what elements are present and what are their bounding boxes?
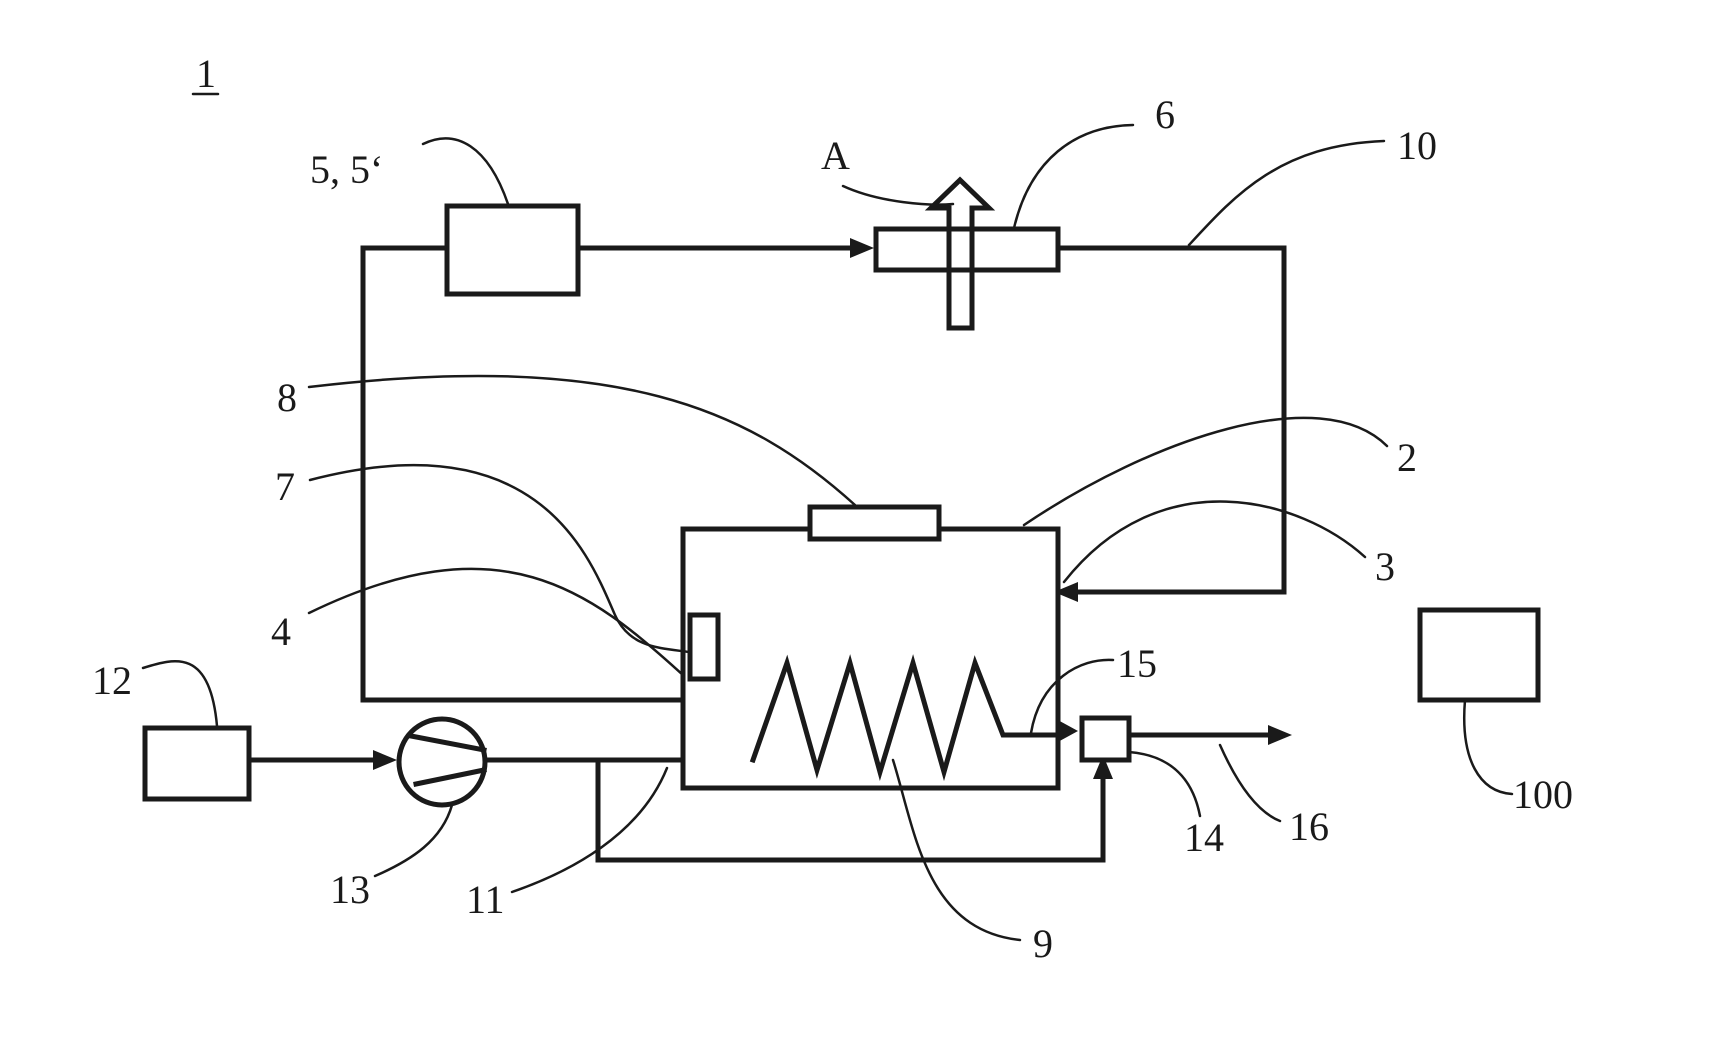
- leader-13: [375, 805, 452, 876]
- source-12-box: [145, 728, 249, 799]
- label-16: 16: [1289, 804, 1329, 849]
- leader-7: [310, 465, 689, 652]
- label-5: 5, 5‘: [310, 147, 383, 192]
- label-13: 13: [330, 867, 370, 912]
- controller-100-box: [1420, 610, 1538, 700]
- label-14: 14: [1184, 815, 1224, 860]
- leader-16: [1220, 745, 1280, 821]
- leader-5: [423, 138, 508, 204]
- leader-6: [1014, 125, 1133, 228]
- label-a: A: [821, 133, 850, 178]
- sensor-7-box: [690, 615, 718, 679]
- label-15: 15: [1117, 641, 1157, 686]
- label-10: 10: [1397, 123, 1437, 168]
- leader-10: [1189, 141, 1384, 245]
- leader-3: [1064, 502, 1365, 582]
- label-7: 7: [275, 464, 295, 509]
- label-3: 3: [1375, 544, 1395, 589]
- leader-100: [1464, 700, 1512, 794]
- pump-13: [399, 719, 485, 805]
- leader-12: [143, 661, 217, 726]
- heat-exchanger-6-box: [876, 229, 1058, 270]
- label-11: 11: [466, 877, 505, 922]
- label-8: 8: [277, 375, 297, 420]
- valve-14-box: [1082, 718, 1129, 760]
- leader-8: [309, 376, 855, 505]
- label-100: 100: [1513, 772, 1573, 817]
- leader-11: [512, 768, 667, 892]
- label-2: 2: [1397, 435, 1417, 480]
- label-12: 12: [92, 658, 132, 703]
- arrow-outlet-16: [1268, 725, 1292, 745]
- pump-13-circle: [399, 719, 485, 805]
- arrow-to-heat-exchanger: [850, 238, 874, 258]
- leader-2: [1024, 418, 1387, 525]
- label-4: 4: [271, 609, 291, 654]
- line-10: [1056, 248, 1284, 592]
- device-5-box: [447, 206, 578, 294]
- label-6: 6: [1155, 92, 1175, 137]
- arrow-to-pump: [373, 750, 397, 770]
- chamber-2-box: [683, 529, 1058, 788]
- leader-14: [1129, 752, 1200, 816]
- label-9: 9: [1033, 921, 1053, 966]
- figure-number: 1: [196, 51, 216, 96]
- sensor-8-box: [810, 507, 939, 539]
